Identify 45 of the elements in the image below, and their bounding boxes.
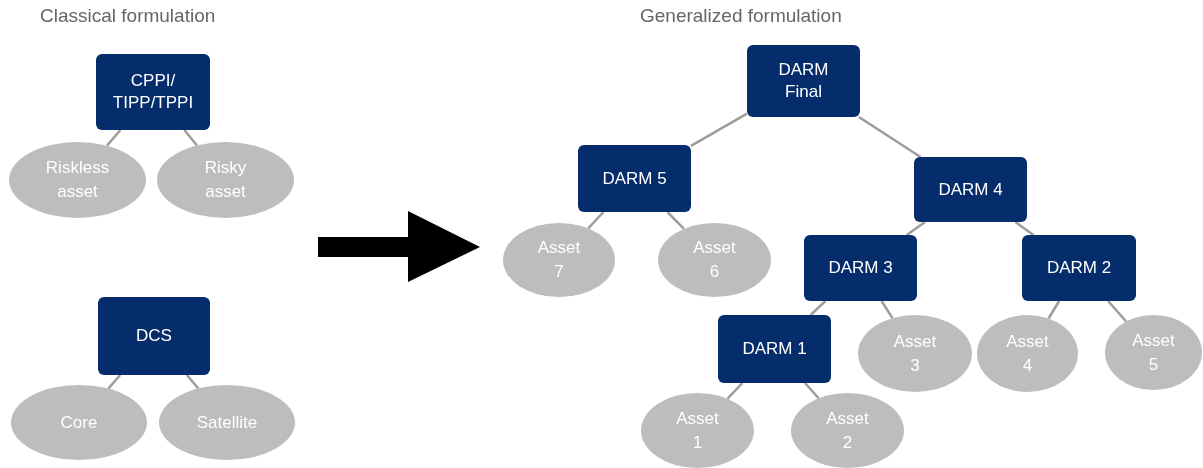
process-box [98, 297, 210, 375]
process-box [96, 54, 210, 130]
node-label: Asset 6 [692, 237, 737, 283]
node-label: Asset 3 [892, 330, 938, 377]
node-label: Riskless asset [44, 157, 111, 203]
connector-line [690, 112, 748, 147]
connector-line [809, 300, 827, 316]
node-label: DARM 2 [1045, 257, 1113, 279]
connector-line [107, 374, 122, 390]
connector-line [880, 300, 894, 319]
connector-line [1047, 300, 1061, 320]
node-label: Asset 7 [536, 237, 582, 283]
connector-line [106, 129, 122, 147]
node-label: DARM Final [777, 59, 830, 103]
section-heading: Classical formulation [40, 4, 216, 28]
node-label: DARM 3 [827, 257, 894, 279]
connector-line [587, 211, 605, 230]
connector-line [1014, 221, 1035, 236]
section-heading: Generalized formulation [640, 4, 842, 28]
node-label: Asset 4 [1005, 330, 1050, 377]
node-label: Asset 5 [1131, 329, 1176, 376]
node-label: Satellite [195, 411, 259, 434]
node-label: DARM 1 [741, 338, 808, 360]
node-label: CPPI/ TIPP/TPPI [111, 70, 195, 114]
process-box [718, 315, 831, 383]
node-label: Risky asset [203, 157, 248, 203]
node-label: DARM 5 [601, 167, 668, 190]
node-label: DARM 4 [937, 178, 1004, 201]
process-box [747, 45, 860, 117]
process-box [914, 157, 1027, 222]
connector-line [1107, 300, 1128, 323]
connector-line [185, 374, 200, 390]
node-label: Asset 1 [675, 407, 720, 454]
connector-line [666, 211, 685, 230]
process-box [578, 145, 691, 212]
node-label: DCS [135, 325, 173, 347]
connector-line [183, 129, 198, 147]
process-box [804, 235, 917, 301]
node-label: Asset 2 [825, 407, 870, 454]
connector-line [858, 115, 922, 159]
node-label: Core [59, 411, 99, 434]
connector-line [906, 221, 926, 236]
process-box [1022, 235, 1136, 301]
connector-line [726, 382, 744, 400]
connector-line [804, 382, 820, 400]
